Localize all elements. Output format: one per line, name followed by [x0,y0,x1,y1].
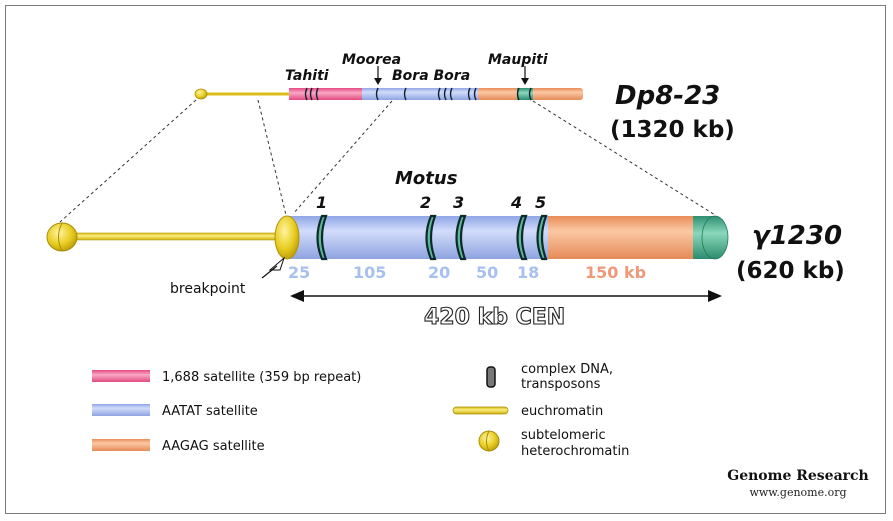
main-chromosome-size: (620 kb) [736,258,845,284]
cen-arrow-left-head [290,290,304,302]
credit-title: Genome Research [727,468,869,484]
motu-band-4 [516,214,528,261]
breakpoint-arrow [261,265,278,279]
legend-swatches [92,366,509,452]
top-chromosome-name: Dp8-23 [615,81,720,111]
motu-number-5: 5 [535,193,546,212]
main-chromosome-name: γ1230 [752,221,842,251]
knob-seam [58,222,63,252]
cen-arrow [290,290,722,302]
label-bora-bora: Bora Bora [392,68,470,84]
legend-label-subtelomeric-1: subtelomeric [521,428,606,443]
main-yellow-cap [274,215,300,260]
motu-band-5 [536,214,548,261]
breakpoint-arrowhead [268,256,286,271]
projection-lines [59,99,716,223]
main-subtelomeric-knob-left [46,222,78,252]
legend-swatch-orange [92,439,150,451]
moorea-arrowhead [374,78,382,85]
cen-label: 420 kb CEN [424,305,565,330]
motu-band-1 [316,214,328,261]
top-blue-satellite [362,88,480,100]
top-teal-band [517,88,533,100]
legend-label-complex-1: complex DNA, [521,362,613,377]
segment-size-50: 50 [476,263,498,282]
text-labels: Tahiti Moorea Bora Bora Maupiti Dp8-23 (… [162,52,845,459]
dash-left-inner [257,99,287,216]
motu-number-1: 1 [316,193,327,212]
label-maupiti: Maupiti [488,52,548,68]
cen-arrow-right-head [708,290,722,302]
top-chromosome [194,66,583,101]
top-chromosome-size: (1320 kb) [610,117,735,143]
main-chromosome [46,214,729,279]
main-orange-satellite [548,216,713,259]
motus-title: Motus [395,168,458,189]
main-euchromatin-arm [59,232,293,241]
top-pink-satellite [289,88,365,100]
segment-size-20: 20 [428,263,450,282]
legend-label-euchromatin: euchromatin [521,404,603,419]
legend-swatch-blue [92,404,150,416]
dash-left-outer [59,99,197,223]
credit-url: www.genome.org [749,486,847,499]
label-tahiti: Tahiti [285,68,329,84]
motu-number-4: 4 [510,193,522,212]
top-complex-bands-c [516,87,532,101]
motu-band-3 [455,214,467,261]
motu-number-3: 3 [453,193,464,212]
subtelomeric-icon-seam [486,430,490,452]
legend-label-blue: AATAT satellite [162,404,258,419]
motu-band-2 [425,214,437,261]
legend-label-complex-2: transposons [521,377,601,392]
motu-number-2: 2 [420,193,431,212]
figure-frame [5,5,886,514]
legend-label-orange: AAGAG satellite [162,439,265,454]
main-teal-cap [701,215,729,260]
complex-dna-icon [486,366,496,388]
main-blue-satellite [285,216,550,259]
legend-swatch-pink [92,370,150,382]
segment-size-150kb: 150 kb [585,263,646,282]
euchromatin-icon [452,406,509,415]
top-complex-bands-b [375,87,477,101]
top-subtelomeric-knob [194,88,208,100]
segment-size-105: 105 [353,263,386,282]
legend-label-subtelomeric-2: heterochromatin [521,444,629,459]
dash-mid [292,100,393,215]
label-moorea: Moorea [342,52,401,68]
segment-size-25: 25 [288,263,310,282]
subtelomeric-icon [478,430,500,452]
breakpoint-label: breakpoint [170,281,246,297]
legend-label-pink: 1,688 satellite (359 bp repeat) [162,370,361,385]
maupiti-arrowhead [521,78,529,85]
segment-size-18: 18 [517,263,539,282]
motu-bands [316,214,548,261]
top-complex-bands-a [304,87,319,101]
